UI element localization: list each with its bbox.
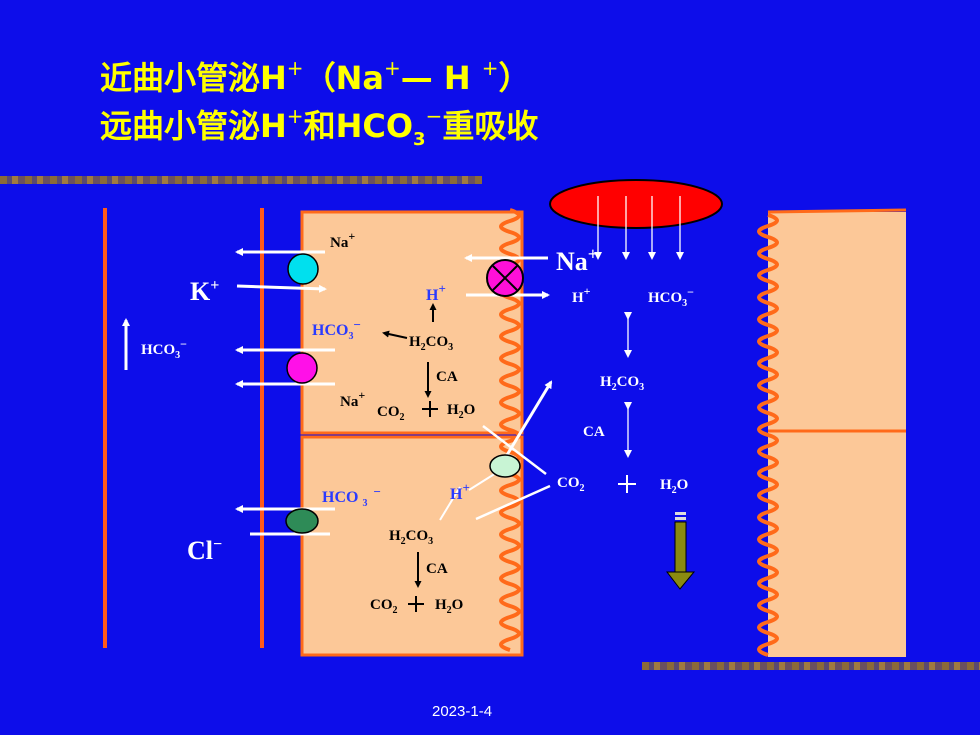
label-h2o-lumen: H2O <box>660 477 688 496</box>
arrow-k-in <box>236 284 327 293</box>
label-h-proximal: H+ <box>426 281 446 304</box>
carrier-light-green <box>489 454 521 478</box>
decorative-band-top <box>0 176 482 184</box>
label-k: K+ <box>190 277 219 306</box>
arrow-to-co2-a <box>482 425 547 475</box>
olive-down-arrow <box>665 512 696 590</box>
label-ca-lumen: CA <box>583 424 605 440</box>
carrier-magenta <box>286 352 318 384</box>
cell-right-top-edge <box>767 208 907 214</box>
date-footer: 2023-1-4 <box>432 703 493 720</box>
cell-right <box>768 212 906 657</box>
title-line-1: 近曲小管泌H+（Na+— H +） <box>100 56 531 97</box>
label-h2co3-distal: H2CO3 <box>389 528 433 547</box>
arrow-to-co2-b <box>475 484 551 521</box>
label-co2-lumen: CO2 <box>557 475 585 494</box>
title-line-2: 远曲小管泌H+和HCO3−重吸收 <box>100 104 539 150</box>
label-hco3-proximal: HCO3− <box>312 317 361 342</box>
brush-border-right <box>757 213 779 657</box>
exchanger-na-h-icon <box>486 259 524 297</box>
cell-proximal <box>300 210 524 435</box>
label-h2o-proximal: H2O <box>447 402 475 421</box>
arrow-h2co3-to-co2 <box>439 486 461 521</box>
label-co2-distal: CO2 <box>370 597 398 616</box>
decorative-band-bottom <box>642 662 980 670</box>
label-hco3-distal: HCO 3− <box>322 484 381 509</box>
label-h2co3-proximal: H2CO3 <box>409 334 453 353</box>
oval-down-arrows <box>594 196 684 260</box>
label-h-lumen: H+ <box>572 284 591 306</box>
label-hco3-left: HCO3− <box>141 337 187 361</box>
label-ca-proximal: CA <box>436 369 458 385</box>
label-co2-proximal: CO2 <box>377 404 405 423</box>
label-h2co3-lumen: H2CO3 <box>600 374 644 393</box>
label-h-distal: H+ <box>450 480 470 503</box>
arrow-h2co3-to-hco3 <box>382 330 408 339</box>
carrier-cyan <box>287 253 319 285</box>
label-na-cell: Na+ <box>340 388 365 410</box>
label-ca-distal: CA <box>426 561 448 577</box>
label-na-lumen: Na+ <box>556 244 598 276</box>
label-hco3-lumen: HCO3− <box>648 285 694 309</box>
label-na-proximal: Na+ <box>330 229 355 251</box>
red-oval <box>549 179 723 229</box>
carrier-green <box>285 508 319 534</box>
label-cl: Cl− <box>187 536 222 565</box>
label-h2o-distal: H2O <box>435 597 463 616</box>
cell-distal <box>300 435 524 657</box>
